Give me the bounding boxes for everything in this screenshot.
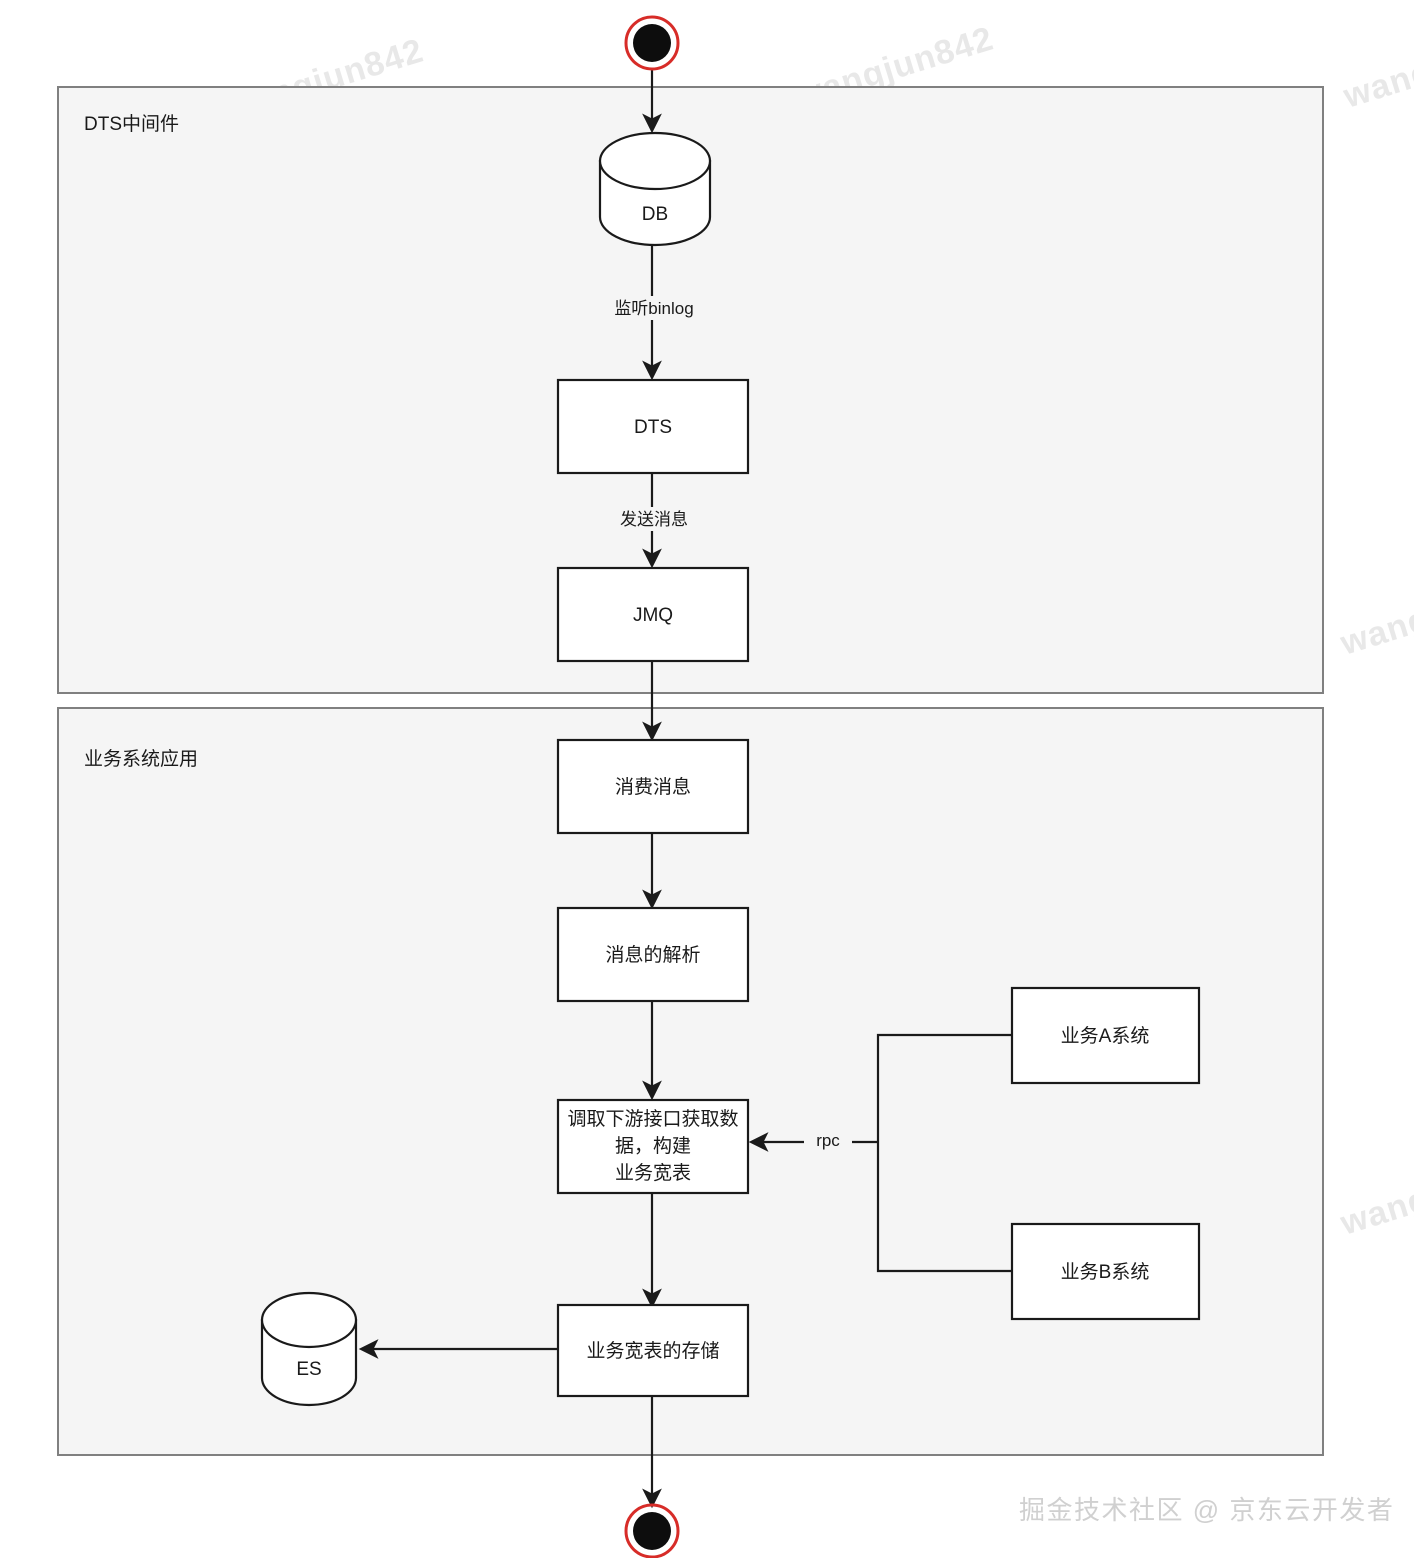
edge-rpc-label: rpc [816, 1131, 840, 1150]
node-consume[interactable]: 消费消息 [556, 738, 750, 835]
node-build-label-line1: 调取下游接口获取数 [567, 1108, 738, 1130]
edges-layer: rpc [358, 70, 1012, 1509]
node-store-rect [556, 1303, 750, 1398]
edge-rpc-label-bg [804, 1128, 852, 1150]
node-dts-rect [556, 378, 750, 475]
node-system-a-rect [1010, 986, 1201, 1085]
node-store[interactable]: 业务宽表的存储 [556, 1303, 750, 1398]
panel-dts-middleware-label: DTS中间件 [84, 113, 179, 135]
node-build[interactable]: 调取下游接口获取数 据，构建 业务宽表 [556, 1098, 750, 1195]
node-build-label-line3: 业务宽表 [615, 1162, 691, 1184]
node-system-a[interactable]: 业务A系统 [1010, 986, 1201, 1085]
node-jmq[interactable]: JMQ [556, 566, 750, 663]
node-build-rect [556, 1098, 750, 1195]
node-system-b[interactable]: 业务B系统 [1010, 1222, 1201, 1321]
node-dts-label: DTS [634, 417, 672, 438]
node-jmq-label: JMQ [633, 605, 673, 626]
node-parse[interactable]: 消息的解析 [556, 906, 750, 1003]
watermark-tile: wangjun842 [1335, 1146, 1414, 1242]
end-terminator-fill [633, 1512, 671, 1550]
watermark-tile: wangjun842 [1335, 566, 1414, 662]
node-system-b-label: 业务B系统 [1061, 1261, 1150, 1283]
node-build-label-line2: 据，构建 [615, 1135, 691, 1157]
node-end[interactable] [624, 1503, 680, 1558]
node-system-b-rect [1010, 1222, 1201, 1321]
node-store-label: 业务宽表的存储 [586, 1340, 719, 1362]
node-es[interactable]: ES [260, 1291, 358, 1407]
panel-business-system-label: 业务系统应用 [84, 748, 198, 770]
db-cylinder-top [598, 131, 712, 191]
node-consume-label: 消费消息 [615, 776, 691, 798]
es-cylinder-top [260, 1291, 358, 1349]
node-system-a-label: 业务A系统 [1061, 1025, 1150, 1047]
node-db-label: DB [642, 204, 668, 225]
start-terminator-fill [633, 24, 671, 62]
edge-binlog-label-bg [608, 296, 700, 320]
corner-watermark: 掘金技术社区 @ 京东云开发者 [1019, 1495, 1394, 1525]
edge-dts-to-jmq-label: 发送消息 [620, 510, 688, 529]
edge-labels-layer: 监听binlog 发送消息 [608, 296, 700, 531]
node-parse-rect [556, 906, 750, 1003]
node-parse-label: 消息的解析 [605, 944, 700, 966]
node-consume-rect [556, 738, 750, 835]
watermark-tile: wangjun842 [1338, 19, 1414, 115]
node-dts[interactable]: DTS [556, 378, 750, 475]
edge-send-label-bg [612, 507, 696, 531]
node-es-label: ES [296, 1359, 321, 1380]
edge-db-to-dts-label: 监听binlog [614, 299, 693, 318]
start-terminator-ring [624, 15, 680, 71]
node-start[interactable] [624, 15, 680, 71]
edge-rpc-bus [876, 1033, 1012, 1273]
end-terminator-ring [624, 1503, 680, 1558]
node-db[interactable]: DB [598, 131, 712, 247]
node-jmq-rect [556, 566, 750, 663]
